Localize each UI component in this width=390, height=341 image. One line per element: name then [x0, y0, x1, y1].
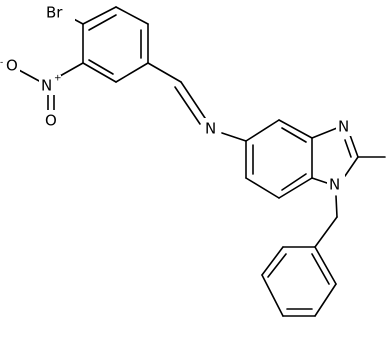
nitro-oxygen-upper-label: O: [6, 57, 18, 75]
bond-inner: [267, 253, 287, 278]
bond: [115, 62, 149, 83]
bond: [147, 62, 182, 83]
bromine-label: Br: [46, 4, 63, 22]
bonds: [16, 6, 386, 317]
imine-nitrogen-label: N: [205, 120, 216, 138]
bond: [261, 246, 284, 276]
bond-inner: [344, 139, 352, 158]
bond: [314, 246, 337, 285]
bond-inner: [281, 173, 307, 191]
bond: [261, 274, 284, 317]
bond-n-o-upper: [16, 68, 42, 83]
bond: [278, 177, 313, 199]
bond: [221, 132, 247, 142]
bond: [344, 156, 359, 177]
bond-inner: [311, 253, 330, 285]
bond-inner: [88, 14, 117, 31]
bond-inner: [88, 59, 114, 75]
bond: [311, 127, 338, 139]
bond: [349, 134, 359, 158]
bond-inner: [281, 127, 307, 143]
bond-n-ring: [59, 62, 84, 77]
nitro-charge-label: +: [54, 74, 62, 84]
bond: [314, 216, 338, 248]
bond: [314, 283, 337, 317]
bond: [82, 6, 117, 25]
bond: [115, 6, 149, 25]
imidazole-n3-label: N: [338, 118, 349, 136]
bond-double-1: [180, 81, 208, 122]
nitro-oxygen-lower-label: O: [45, 112, 57, 130]
bond: [335, 195, 338, 218]
bond: [245, 177, 280, 199]
bond: [311, 177, 328, 184]
bond: [82, 62, 117, 83]
bond: [278, 119, 313, 139]
atom-labels: Br N + - O O N N N: [0, 2, 354, 194]
nitro-oxygen-upper-charge: -: [0, 58, 3, 68]
bond-double-2: [174, 86, 201, 125]
nitro-nitrogen-label: N: [41, 77, 52, 95]
bond: [245, 119, 280, 142]
imidazole-n1-label: N: [329, 176, 340, 194]
